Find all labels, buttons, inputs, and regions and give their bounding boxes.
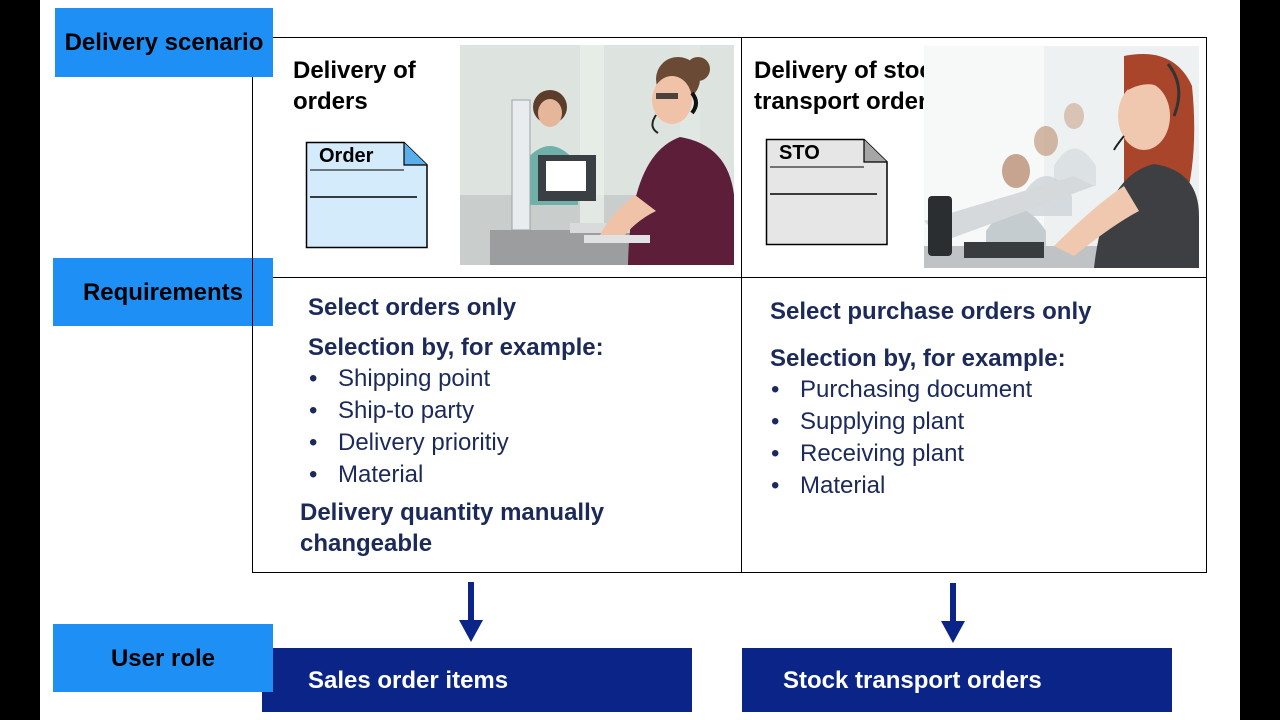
right-requirements: Select purchase orders only Selection by… [770,296,1190,508]
sto-document-icon: STO [765,138,889,246]
user-role-label: User role [53,624,273,692]
left-req-quantity-changeable: Delivery quantity manually changeable [300,499,605,557]
role-stock-transport-orders: Stock transport orders [742,648,1172,712]
right-req-select-purchase-orders: Select purchase orders only [770,298,1092,325]
left-office-photo [460,45,734,265]
left-req-select-orders: Select orders only [308,294,517,321]
grid-right-border [1206,37,1207,573]
arrow-down-right-icon [941,583,965,643]
grid-left-border [252,77,253,573]
grid-top-border [273,37,1207,38]
role-sales-order-items: Sales order items [262,648,692,712]
left-requirements: Select orders only Selection by, for exa… [300,292,728,559]
right-scenario-heading: Delivery of stock transport orders [754,57,947,115]
list-item: Shipping point [308,363,728,395]
left-req-list: Shipping point Ship-to party Delivery pr… [308,363,728,491]
grid-middle-divider [741,37,742,573]
right-req-selection-by: Selection by, for example: [770,345,1066,372]
requirements-label: Requirements [53,258,273,326]
list-item: Ship-to party [308,395,728,427]
delivery-scenario-label: Delivery scenario [55,8,273,77]
slide: Delivery scenario Requirements User role… [40,0,1240,720]
list-item: Material [308,459,728,491]
order-document-icon: Order [305,141,429,249]
grid-bottom-border [252,572,1207,573]
list-item: Receiving plant [770,438,1190,470]
grid-row-divider [273,277,1207,278]
order-document-label: Order [319,145,374,167]
right-callcenter-photo [924,46,1199,268]
list-item: Supplying plant [770,406,1190,438]
list-item: Material [770,470,1190,502]
list-item: Purchasing document [770,374,1190,406]
right-req-list: Purchasing document Supplying plant Rece… [770,374,1190,502]
left-req-selection-by: Selection by, for example: [308,334,604,361]
arrow-down-left-icon [459,582,483,642]
sto-document-label: STO [779,142,820,164]
left-scenario-heading: Delivery of orders [293,57,416,115]
list-item: Delivery prioritiy [308,427,728,459]
